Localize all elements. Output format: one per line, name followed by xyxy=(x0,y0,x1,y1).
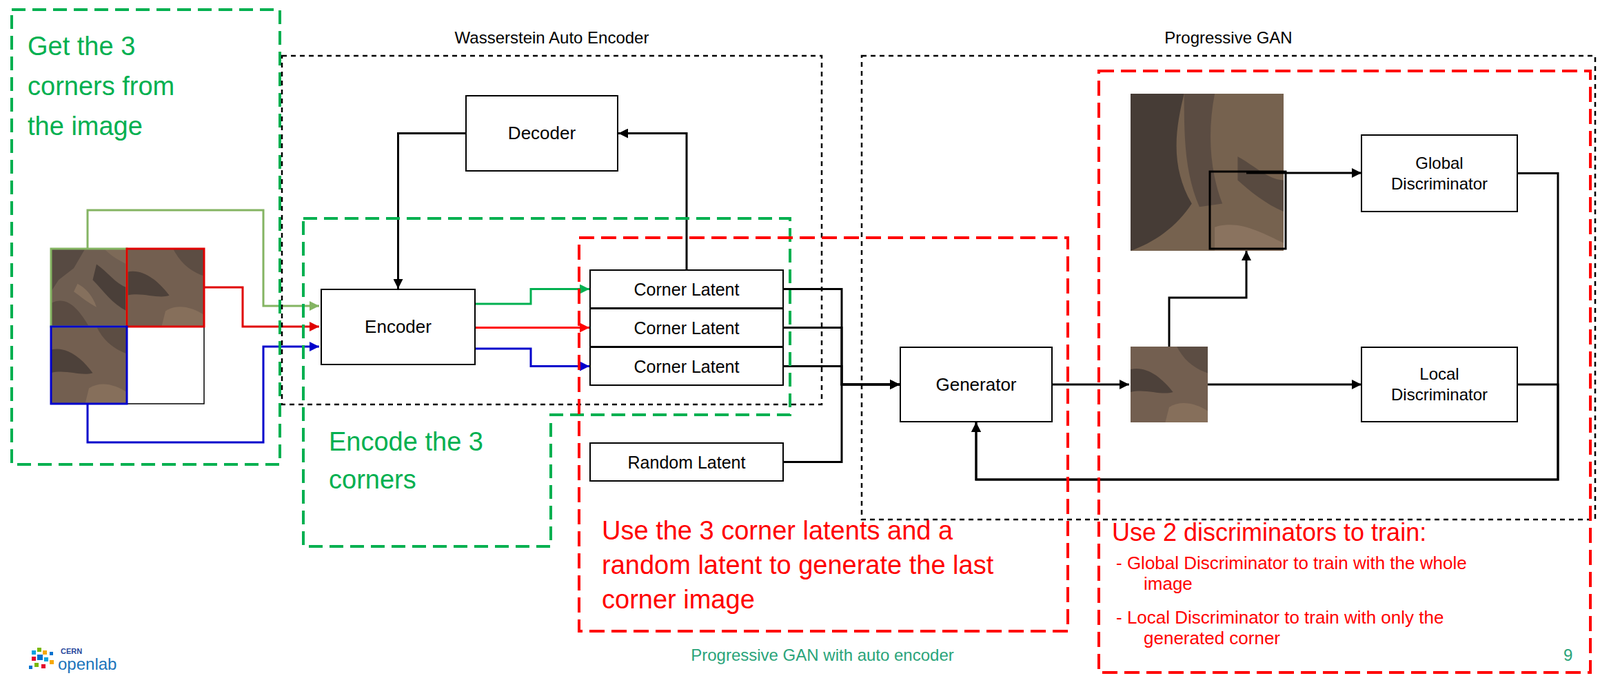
logo-dot xyxy=(37,647,42,653)
region-heading: Use 2 discriminators to train: xyxy=(1111,517,1581,549)
logo-dot xyxy=(28,665,33,670)
tile-outline xyxy=(126,248,205,327)
box-label: Encoder xyxy=(364,316,432,338)
box-label: Decoder xyxy=(508,122,576,145)
connector-arrow xyxy=(398,133,467,290)
connector-arrow xyxy=(475,289,590,305)
corner-outline xyxy=(1209,171,1286,249)
output-arrow xyxy=(1207,383,1362,387)
logo-text: CERN xyxy=(60,647,103,656)
box-label: Local Discriminator xyxy=(1370,363,1509,406)
empty-tile xyxy=(126,326,205,404)
input-arrow xyxy=(204,287,320,327)
box-label: Corner Latent xyxy=(634,356,740,378)
process-box: Local Discriminator xyxy=(1360,346,1518,423)
page-number: 9 xyxy=(1563,645,1585,666)
input-arrow xyxy=(87,346,320,443)
latent-box: Corner Latent xyxy=(589,346,784,387)
image-tile xyxy=(126,248,205,327)
logo-dot xyxy=(44,657,49,662)
connector-arrow xyxy=(475,326,590,329)
logo-dot xyxy=(42,650,47,655)
region-heading: Progressive GAN xyxy=(861,27,1596,49)
module-region: Progressive GAN Generator Global Discrimin… xyxy=(861,20,1596,521)
output-arrow xyxy=(1169,250,1247,347)
image-tile xyxy=(51,248,127,327)
dashed-border xyxy=(11,9,280,465)
connector-arrow xyxy=(783,366,900,386)
process-box: Global Discriminator xyxy=(1360,134,1518,213)
dashed-border xyxy=(303,218,791,547)
box-label: Global Discriminator xyxy=(1370,153,1509,195)
box-label: Random Latent xyxy=(628,452,746,473)
region-heading: Get the 3 corners from the image xyxy=(27,26,214,147)
image-tile xyxy=(51,326,127,404)
connector-arrow xyxy=(783,384,900,463)
bullet-note: - Global Discriminator to train with the… xyxy=(1116,552,1516,595)
connector-arrow xyxy=(783,289,900,386)
region-outline xyxy=(861,20,1596,521)
logo-text: openlab xyxy=(57,655,141,673)
step-region: Get the 3 corners from the image xyxy=(10,8,282,467)
generated-tile xyxy=(1130,346,1208,423)
box-label: Corner Latent xyxy=(634,279,740,300)
connector-arrow xyxy=(618,133,687,271)
tile-outline xyxy=(51,248,127,327)
bullet-note: - Local Discriminator to train with only… xyxy=(1116,607,1516,649)
tile-outline xyxy=(51,326,127,404)
region-heading: Use the 3 corner latents and a random la… xyxy=(601,513,1023,617)
latent-box: Random Latent xyxy=(589,442,784,482)
process-box: Encoder xyxy=(320,288,476,366)
logo-dot xyxy=(31,656,36,662)
box-label: Corner Latent xyxy=(634,317,740,339)
logo-dot xyxy=(37,654,43,661)
latent-box: Corner Latent xyxy=(589,308,784,348)
process-box: Generator xyxy=(899,346,1053,423)
footer-text: Progressive GAN with auto encoder xyxy=(615,645,1030,666)
region-heading: Encode the 3 corners xyxy=(328,423,536,500)
box-label: Generator xyxy=(935,374,1017,396)
dashed-border xyxy=(579,237,1068,632)
dashed-border xyxy=(281,55,822,405)
connector-arrow xyxy=(475,348,590,367)
logo-dot xyxy=(31,650,36,655)
logo-icon xyxy=(28,647,54,670)
logo-dot xyxy=(49,660,54,665)
process-box: Decoder xyxy=(465,95,619,172)
connector-arrow xyxy=(783,328,900,386)
input-arrow xyxy=(87,210,320,307)
logo-dot xyxy=(41,664,46,669)
latent-box: Corner Latent xyxy=(589,269,784,309)
module-region: Wasserstein Auto EncoderDecoderEncoderCo… xyxy=(281,20,823,406)
output-arrow xyxy=(1246,172,1362,175)
dashed-border xyxy=(861,55,1596,520)
region-heading: Wasserstein Auto Encoder xyxy=(281,27,823,49)
logo-dot xyxy=(49,652,54,656)
dashed-border xyxy=(1098,71,1591,673)
logo-dot xyxy=(34,663,39,668)
output-arrow xyxy=(1052,383,1130,387)
